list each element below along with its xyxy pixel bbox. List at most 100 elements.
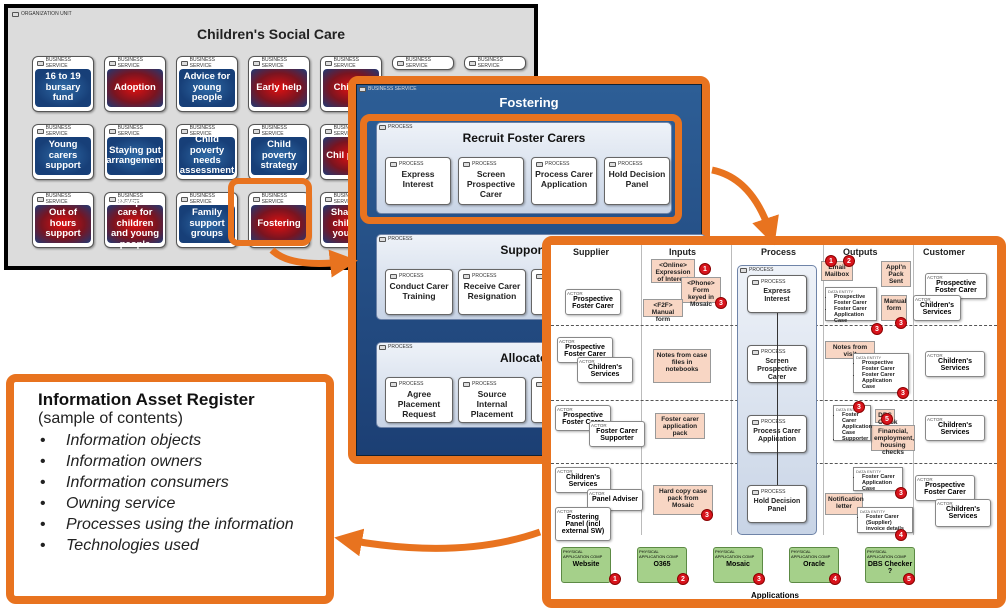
- service-tag: BUSINESS SERVICE: [251, 193, 307, 205]
- process-tag-label: PROCESS: [761, 489, 786, 495]
- column-header: Inputs: [669, 247, 696, 257]
- process-tag: PROCESS: [750, 488, 804, 496]
- number-badge: 1: [609, 573, 621, 585]
- service-tag-label: BUSINESS SERVICE: [117, 57, 143, 69]
- service-tag-label: BUSINESS SERVICE: [333, 125, 359, 137]
- service-tag-label: BUSINESS SERVICE: [45, 193, 71, 205]
- number-badge: 1: [699, 263, 711, 275]
- entity-item: Prospective Foster Carer: [862, 360, 906, 372]
- column-header: Outputs: [843, 247, 878, 257]
- service-tag: BUSINESS SERVICE: [35, 125, 91, 137]
- service-tag-label: BUSINESS SERVICE: [333, 57, 359, 69]
- tag-icon: [253, 60, 260, 66]
- actor-tag: ACTOR: [559, 339, 575, 344]
- service-tag: BUSINESS SERVICE: [251, 57, 307, 69]
- business-service-icon: [359, 86, 366, 92]
- service-tag-label: BUSINESS SERVICE: [117, 125, 143, 137]
- csc-title: Children's Social Care: [196, 26, 346, 42]
- number-badge: 3: [897, 387, 909, 399]
- tag-icon: [752, 489, 759, 495]
- entity-list: Prospective Foster CarerFoster Carer App…: [828, 294, 874, 324]
- service-tag-label: BUSINESS SERVICE: [45, 57, 71, 69]
- process-tag-label: PROCESS: [761, 279, 786, 285]
- service-name: Fostering: [251, 205, 307, 243]
- data-entity: DATA ENTITYFoster Carer Application Case…: [833, 405, 872, 442]
- process-name: Hold Decision Panel: [608, 169, 666, 189]
- recruit-highlight: [360, 114, 682, 224]
- service-name: 16 to 19 bursary fund: [35, 69, 91, 107]
- actor-name: Prospective Foster Carer: [924, 482, 966, 496]
- service-name: Staying put arrangement: [106, 137, 164, 175]
- tag-icon: [390, 381, 397, 387]
- output-notification: Notification letter: [825, 493, 864, 515]
- process-box[interactable]: PROCESS Hold Decision Panel: [604, 157, 670, 205]
- process-tag: PROCESS: [750, 348, 804, 356]
- tag-icon: [390, 161, 397, 167]
- service-name: Out of hours support: [35, 205, 91, 243]
- service-tag: BUSINESS SERVICE: [107, 125, 163, 137]
- service-name: Young carers support: [35, 137, 91, 175]
- service-tile[interactable]: BUSINESS SERVICE: [392, 56, 454, 70]
- actor-tag: ACTOR: [591, 423, 607, 428]
- actor-tag: ACTOR: [927, 353, 943, 358]
- entity-tag: DATA ENTITY: [856, 355, 882, 360]
- process-name: Agree Placement Request: [397, 389, 441, 419]
- service-tag: BUSINESS SERVICE: [395, 57, 451, 69]
- process-tag: PROCESS: [750, 418, 804, 426]
- process-tag-label: PROCESS: [399, 273, 424, 279]
- process-box[interactable]: PROCESS Process Carer Application: [531, 157, 597, 205]
- process-tag-label: PROCESS: [618, 161, 643, 167]
- number-badge: 3: [895, 317, 907, 329]
- process-name: Process Carer Application: [535, 169, 593, 189]
- tag-icon: [379, 344, 386, 350]
- app-name: DBS Checker ?: [867, 561, 913, 575]
- tag-icon: [253, 128, 260, 134]
- iar-item: Information objects: [38, 430, 308, 451]
- iar-item: Information owners: [38, 451, 308, 472]
- tag-icon: [109, 128, 116, 134]
- service-tag-label: BUSINESS SERVICE: [189, 125, 215, 137]
- service-name: Child poverty strategy: [251, 137, 307, 175]
- service-name: Respite care for children and young peop…: [107, 197, 163, 249]
- service-name: Adoption: [107, 69, 163, 107]
- number-badge: 1: [825, 255, 837, 267]
- data-entity: DATA ENTITYFoster Carer Application Case: [853, 467, 903, 492]
- number-badge: 3: [853, 401, 865, 413]
- service-tag: BUSINESS SERVICE: [179, 125, 235, 137]
- entity-item: Supporter: [842, 436, 868, 442]
- process-tag-label: PROCESS: [545, 161, 570, 167]
- tag-icon: [181, 128, 188, 134]
- process-name: Conduct Carer Training: [389, 281, 449, 301]
- process-tag-label: PROCESS: [472, 381, 497, 387]
- output-manual: Manual form: [881, 295, 907, 321]
- column-divider: [823, 245, 824, 535]
- number-badge: 3: [753, 573, 765, 585]
- app-tag: PHYSICAL APPLICATION COMP: [791, 549, 831, 559]
- applications-label: Applications: [751, 591, 800, 599]
- process-box[interactable]: PROCESS Conduct Carer Training: [385, 269, 453, 315]
- service-tile[interactable]: BUSINESS SERVICE: [464, 56, 526, 70]
- number-badge: 2: [843, 255, 855, 267]
